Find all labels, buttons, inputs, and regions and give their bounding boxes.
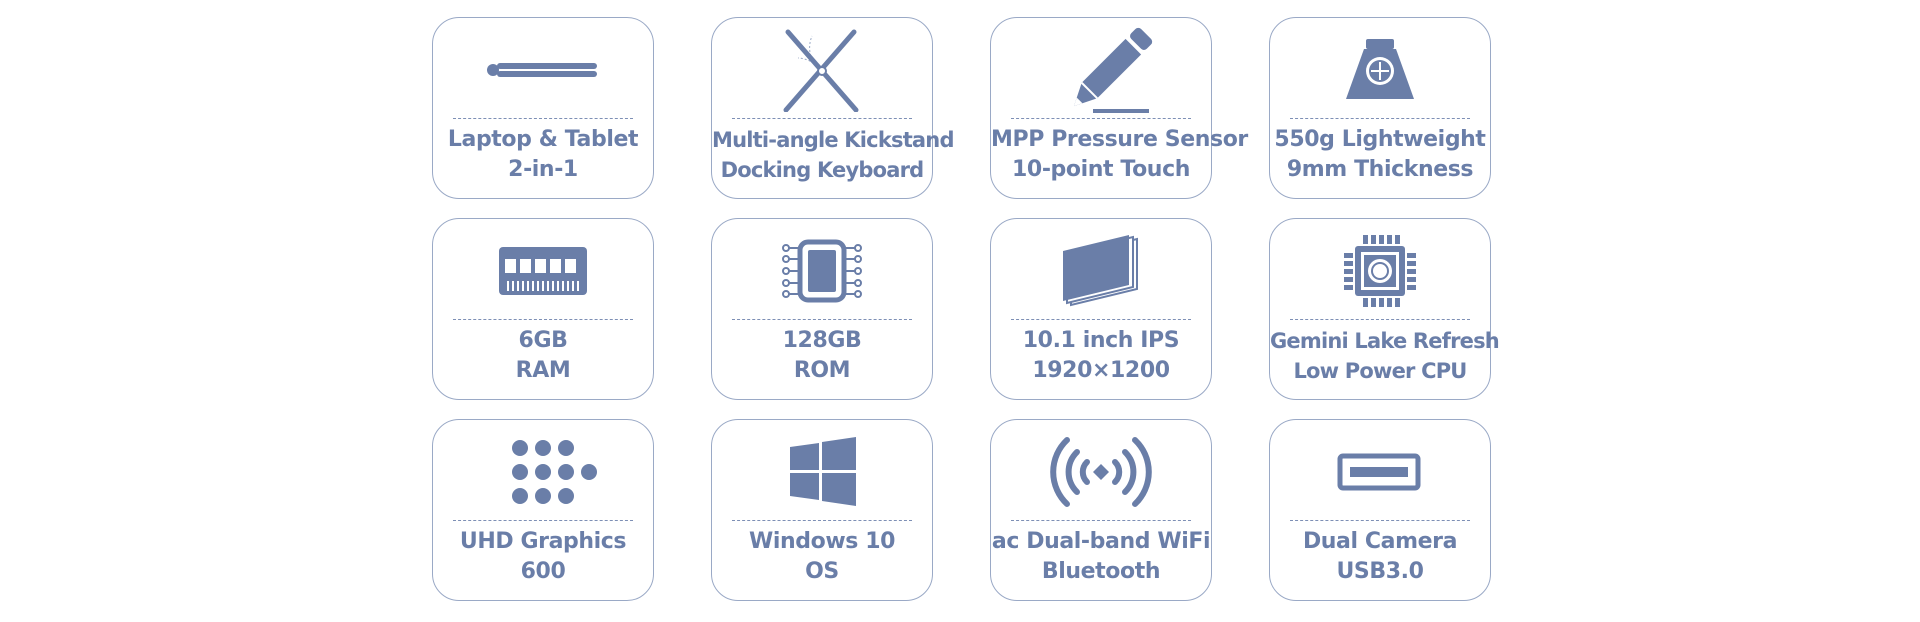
- feature-subtitle: USB3.0: [1336, 559, 1424, 584]
- feature-text: Gemini Lake Refresh Low Power CPU: [1270, 326, 1500, 386]
- divider: [453, 319, 633, 320]
- feature-text: MPP Pressure Sensor 10-point Touch: [991, 125, 1248, 185]
- weight-icon: [1320, 26, 1440, 114]
- feature-text: 6GB RAM: [433, 326, 653, 386]
- rom-chip-icon: [762, 227, 882, 315]
- feature-card-display: 10.1 inch IPS 1920×1200: [990, 218, 1212, 400]
- divider: [453, 520, 633, 521]
- feature-text: Windows 10 OS: [712, 527, 932, 587]
- divider: [453, 118, 633, 119]
- feature-title: Laptop & Tablet: [447, 127, 639, 152]
- feature-text: 128GB ROM: [712, 326, 932, 386]
- divider: [732, 118, 912, 119]
- feature-subtitle: Low Power CPU: [1293, 359, 1467, 383]
- feature-title: Multi-angle Kickstand: [712, 128, 954, 152]
- feature-card-kickstand: Multi-angle Kickstand Docking Keyboard: [711, 17, 954, 199]
- feature-card-graphics: UHD Graphics 600: [432, 419, 654, 601]
- divider: [1290, 520, 1470, 521]
- wireless-signal-icon: [1041, 428, 1161, 516]
- feature-subtitle: Docking Keyboard: [720, 158, 925, 182]
- kickstand-icon: [762, 26, 882, 114]
- feature-card-laptop-tablet: Laptop & Tablet 2-in-1: [432, 17, 654, 199]
- feature-grid: Laptop & Tablet 2-in-1 Multi-angle Kicks…: [432, 17, 1500, 601]
- feature-title: 10.1 inch IPS: [1022, 328, 1180, 353]
- feature-text: Laptop & Tablet 2-in-1: [433, 125, 653, 185]
- cpu-icon: [1320, 227, 1440, 315]
- feature-subtitle: 600: [520, 559, 566, 584]
- feature-text: 10.1 inch IPS 1920×1200: [991, 326, 1211, 386]
- feature-card-ram: 6GB RAM: [432, 218, 654, 400]
- feature-card-usb: Dual Camera USB3.0: [1269, 419, 1491, 601]
- graphics-dots-icon: [483, 428, 603, 516]
- feature-card-rom: 128GB ROM: [711, 218, 933, 400]
- feature-title: UHD Graphics: [459, 529, 627, 554]
- ram-icon: [483, 227, 603, 315]
- feature-title: 550g Lightweight: [1274, 127, 1486, 152]
- divider: [732, 319, 912, 320]
- divider: [1011, 118, 1191, 119]
- feature-subtitle: 2-in-1: [508, 157, 578, 182]
- divider: [1011, 520, 1191, 521]
- divider: [1011, 319, 1191, 320]
- feature-subtitle: ROM: [793, 358, 851, 383]
- feature-text: ac Dual-band WiFi Bluetooth: [991, 527, 1211, 587]
- feature-text: UHD Graphics 600: [433, 527, 653, 587]
- feature-title: MPP Pressure Sensor: [991, 127, 1248, 152]
- feature-text: Multi-angle Kickstand Docking Keyboard: [712, 125, 954, 185]
- feature-subtitle: Bluetooth: [1041, 559, 1161, 584]
- feature-title: ac Dual-band WiFi: [991, 529, 1211, 554]
- laptop-tablet-icon: [483, 26, 603, 114]
- feature-title: 6GB: [518, 328, 568, 353]
- divider: [1290, 319, 1470, 320]
- feature-subtitle: 9mm Thickness: [1286, 157, 1474, 182]
- feature-subtitle: RAM: [515, 358, 571, 383]
- divider: [1290, 118, 1470, 119]
- feature-title: 128GB: [782, 328, 862, 353]
- feature-card-weight: 550g Lightweight 9mm Thickness: [1269, 17, 1491, 199]
- display-panel-icon: [1041, 227, 1161, 315]
- feature-card-wifi: ac Dual-band WiFi Bluetooth: [990, 419, 1212, 601]
- divider: [732, 520, 912, 521]
- feature-card-pen: MPP Pressure Sensor 10-point Touch: [990, 17, 1248, 199]
- feature-title: Gemini Lake Refresh: [1270, 329, 1500, 353]
- usb-port-icon: [1320, 428, 1440, 516]
- feature-text: Dual Camera USB3.0: [1270, 527, 1490, 587]
- feature-title: Windows 10: [748, 529, 896, 554]
- feature-card-windows: Windows 10 OS: [711, 419, 933, 601]
- feature-card-cpu: Gemini Lake Refresh Low Power CPU: [1269, 218, 1500, 400]
- feature-subtitle: 1920×1200: [1032, 358, 1170, 383]
- pen-icon: [1041, 26, 1161, 114]
- feature-subtitle: 10-point Touch: [1012, 157, 1190, 182]
- windows-logo-icon: [762, 428, 882, 516]
- feature-text: 550g Lightweight 9mm Thickness: [1270, 125, 1490, 185]
- feature-title: Dual Camera: [1302, 529, 1458, 554]
- feature-subtitle: OS: [805, 559, 839, 584]
